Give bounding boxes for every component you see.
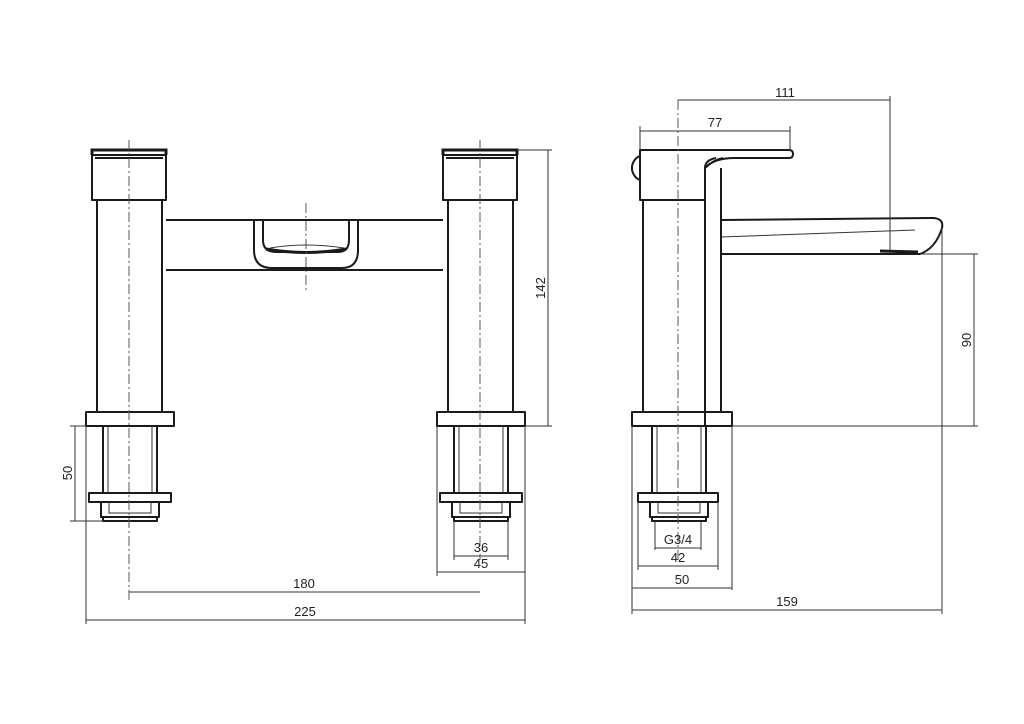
side-spout <box>720 217 944 255</box>
dim-90: 90 <box>732 253 978 427</box>
front-centre-lines <box>128 140 481 600</box>
dim-180: 180 <box>129 576 480 593</box>
dim-45: 45 <box>436 426 526 576</box>
dim-180-label: 180 <box>293 576 315 591</box>
dim-159: 159 <box>631 228 943 614</box>
dim-142: 142 <box>517 149 552 427</box>
dim-42-label: 42 <box>671 550 685 565</box>
dim-50-tail-label: 50 <box>60 466 75 480</box>
dim-42: 42 <box>637 502 719 570</box>
dim-thread-label: G3/4 <box>664 532 692 547</box>
dim-111-label: 111 <box>775 85 795 100</box>
dim-thread: G3/4 <box>654 521 702 550</box>
dim-50-body-label: 50 <box>675 572 689 587</box>
front-view: 142 50 36 45 180 225 <box>60 140 552 624</box>
dim-77: 77 <box>639 115 791 150</box>
dim-77-label: 77 <box>708 115 722 130</box>
dim-45-label: 45 <box>474 556 488 571</box>
dim-50-tail: 50 <box>60 425 103 522</box>
dim-225-label: 225 <box>294 604 316 619</box>
dim-90-label: 90 <box>959 333 974 347</box>
dim-36: 36 <box>453 521 509 560</box>
left-pillar <box>85 148 175 522</box>
dim-50-body: 50 <box>632 426 733 590</box>
side-view: 111 77 90 G3/4 42 50 159 <box>631 85 978 614</box>
dim-225: 225 <box>85 426 526 624</box>
right-pillar <box>436 148 526 522</box>
side-body <box>631 149 794 522</box>
dim-36-label: 36 <box>474 540 488 555</box>
bridge-spout <box>166 219 443 271</box>
dim-159-label: 159 <box>776 594 798 609</box>
dim-142-label: 142 <box>533 277 548 299</box>
dim-111: 111 <box>678 85 891 250</box>
